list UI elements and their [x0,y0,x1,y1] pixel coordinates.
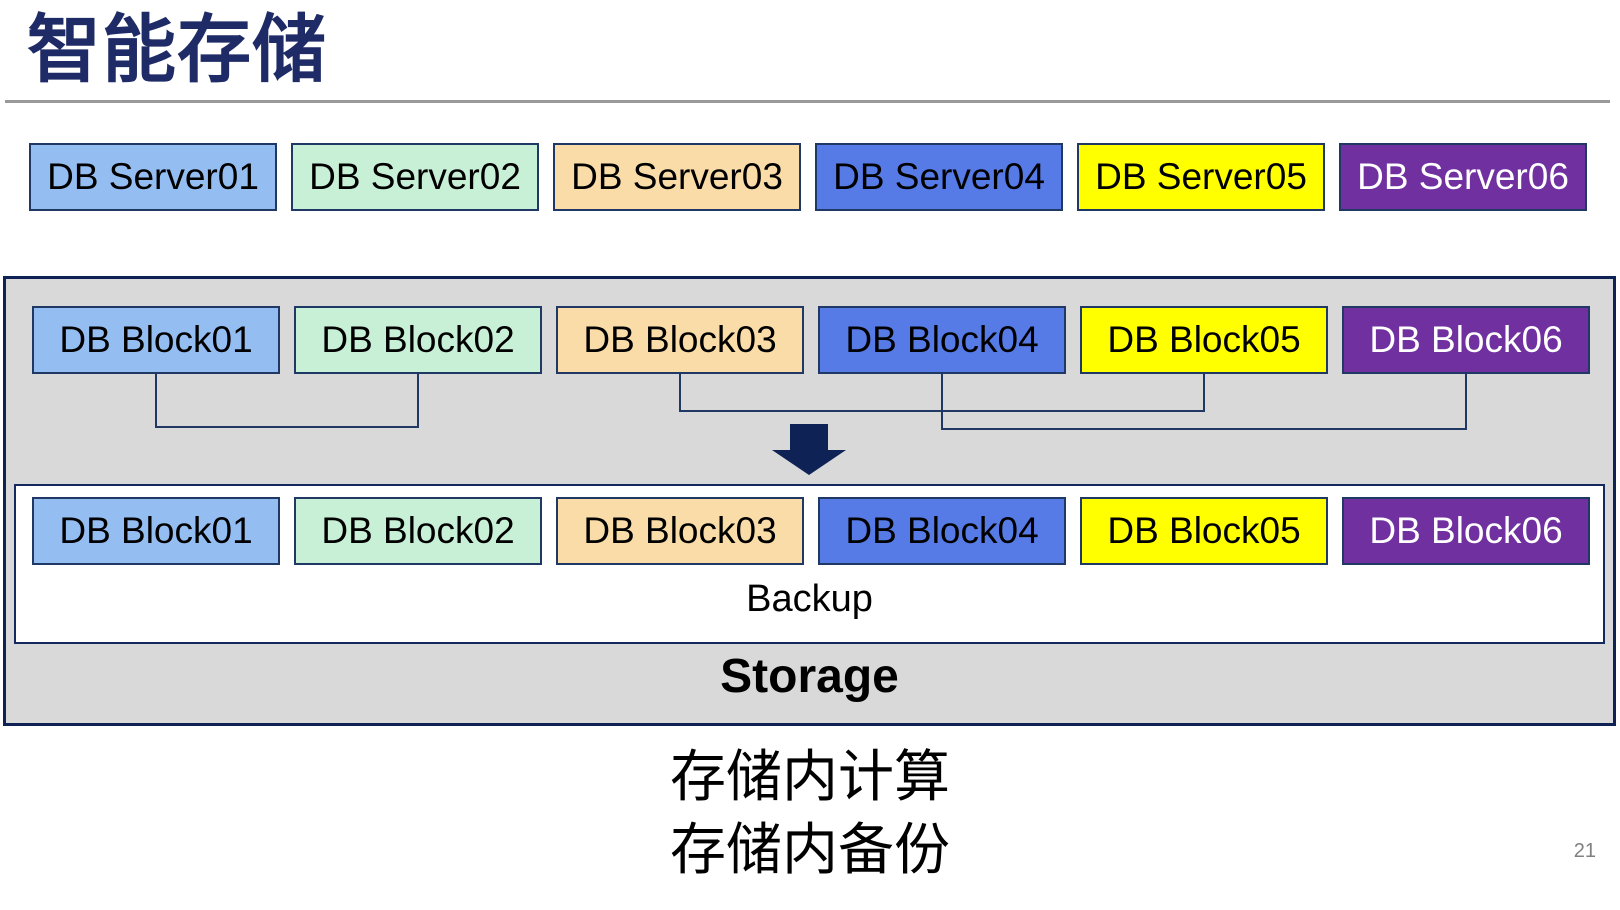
db-server-box: DB Server06 [1339,143,1587,211]
caption: 存储内计算 存储内备份 [0,740,1620,886]
connector-line [1465,374,1467,430]
connector-line [155,374,157,428]
db-block-box: DB Block01 [32,306,280,374]
db-block-box: DB Block02 [294,497,542,565]
connector-line [679,374,681,412]
connector-line [1203,374,1205,412]
db-block-box: DB Block06 [1342,306,1590,374]
page-title: 智能存储 [27,8,327,91]
db-server-box: DB Server04 [815,143,1063,211]
down-arrow-head [772,450,846,475]
title-underline [5,100,1610,103]
db-block-box: DB Block01 [32,497,280,565]
connector-line [941,374,943,430]
down-arrow-icon [772,424,846,475]
db-block-box: DB Block03 [556,497,804,565]
db-block-box: DB Block04 [818,306,1066,374]
db-block-box: DB Block05 [1080,306,1328,374]
caption-line-2: 存储内备份 [670,818,950,881]
connector-line [417,374,419,428]
storage-label: Storage [720,650,899,703]
db-server-box: DB Server03 [553,143,801,211]
connector-line [941,428,1467,430]
db-server-box: DB Server05 [1077,143,1325,211]
db-block-box: DB Block05 [1080,497,1328,565]
backup-label: Backup [746,578,873,620]
connector-line [155,426,419,428]
caption-line-1: 存储内计算 [670,745,950,808]
db-block-box: DB Block03 [556,306,804,374]
db-block-box: DB Block06 [1342,497,1590,565]
db-block-box: DB Block02 [294,306,542,374]
db-server-box: DB Server02 [291,143,539,211]
db-block-box: DB Block04 [818,497,1066,565]
down-arrow-stem [790,424,828,451]
db-server-box: DB Server01 [29,143,277,211]
page-number: 21 [1573,840,1596,862]
